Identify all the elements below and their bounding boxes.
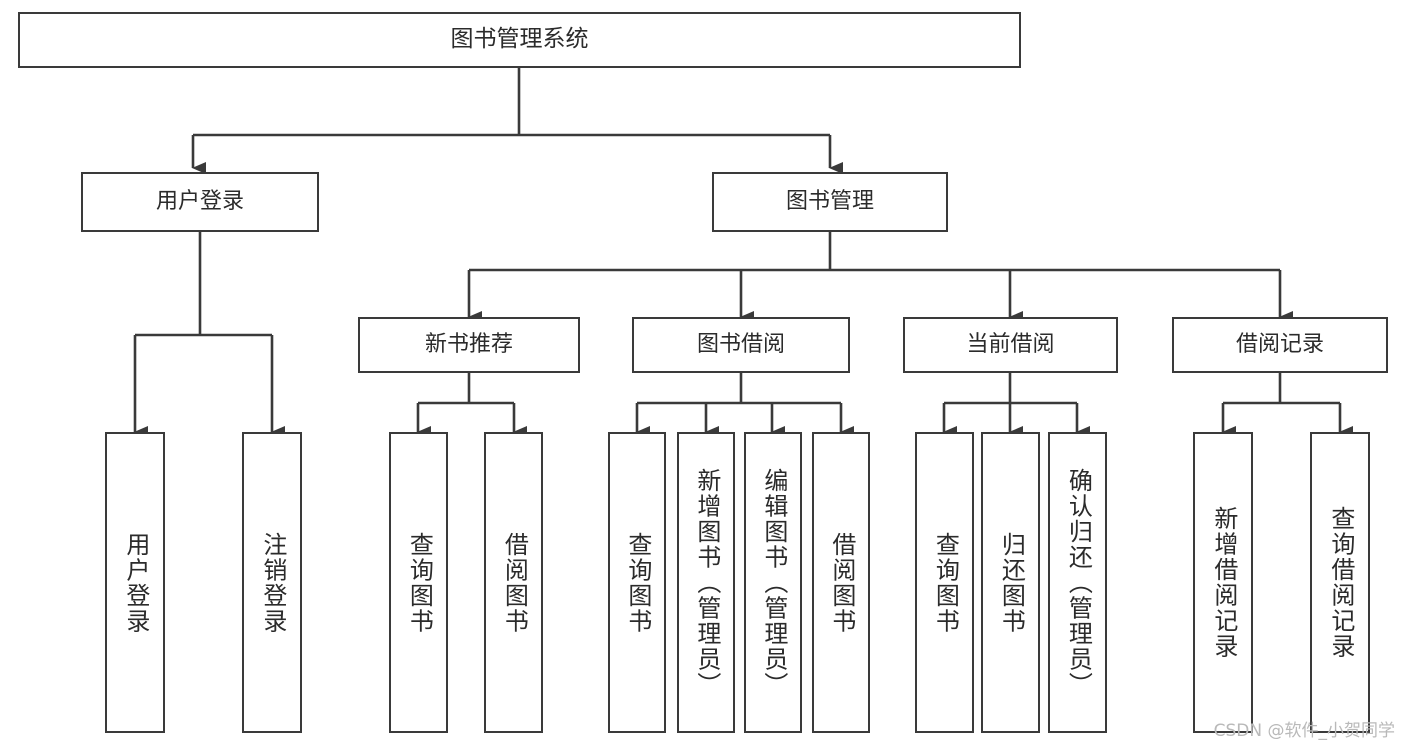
leaf-current-borrow-confirm[interactable]: 确认归还（管理员） [1048,432,1107,733]
node-label: 用户登录 [121,531,150,634]
watermark: CSDN @软件_小贺同学 [1213,721,1395,741]
node-borrow-record[interactable]: 借阅记录 [1172,317,1388,373]
node-label: 归还图书 [997,531,1026,634]
node-root-system[interactable]: 图书管理系统 [18,12,1021,68]
node-label: 借阅记录 [1235,331,1324,357]
node-label: 用户登录 [155,188,244,214]
leaf-current-borrow-return[interactable]: 归还图书 [981,432,1040,733]
leaf-book-borrow-edit[interactable]: 编辑图书（管理员） [744,432,802,733]
node-label: 新书推荐 [424,331,513,357]
node-label: 借阅图书 [500,531,529,634]
node-label: 编辑图书（管理员） [759,467,788,698]
leaf-current-borrow-query[interactable]: 查询图书 [915,432,974,733]
node-current-borrow[interactable]: 当前借阅 [903,317,1118,373]
leaf-new-book-query[interactable]: 查询图书 [389,432,448,733]
leaf-user-login-logout[interactable]: 注销登录 [242,432,302,733]
leaf-book-borrow-add[interactable]: 新增图书（管理员） [677,432,735,733]
node-label: 当前借阅 [966,331,1055,357]
leaf-book-borrow-query[interactable]: 查询图书 [608,432,666,733]
node-user-login[interactable]: 用户登录 [81,172,319,232]
leaf-borrow-record-add[interactable]: 新增借阅记录 [1193,432,1253,733]
node-label: 查询图书 [623,531,652,634]
node-label: 借阅图书 [827,531,856,634]
node-label: 确认归还（管理员） [1064,467,1093,698]
node-label: 图书管理 [785,188,874,214]
node-label: 图书借阅 [696,331,785,357]
node-book-management[interactable]: 图书管理 [712,172,948,232]
node-label: 查询图书 [931,531,960,634]
node-new-book-recommend[interactable]: 新书推荐 [358,317,580,373]
node-label: 图书管理系统 [450,26,589,53]
node-label: 注销登录 [258,531,287,634]
node-label: 新增图书（管理员） [692,467,721,698]
node-label: 查询图书 [405,531,434,634]
leaf-new-book-borrow[interactable]: 借阅图书 [484,432,543,733]
node-label: 新增借阅记录 [1209,506,1238,659]
node-label: 查询借阅记录 [1326,506,1355,659]
leaf-user-login-login[interactable]: 用户登录 [105,432,165,733]
leaf-borrow-record-query[interactable]: 查询借阅记录 [1310,432,1370,733]
node-book-borrow[interactable]: 图书借阅 [632,317,850,373]
leaf-book-borrow-borrow[interactable]: 借阅图书 [812,432,870,733]
